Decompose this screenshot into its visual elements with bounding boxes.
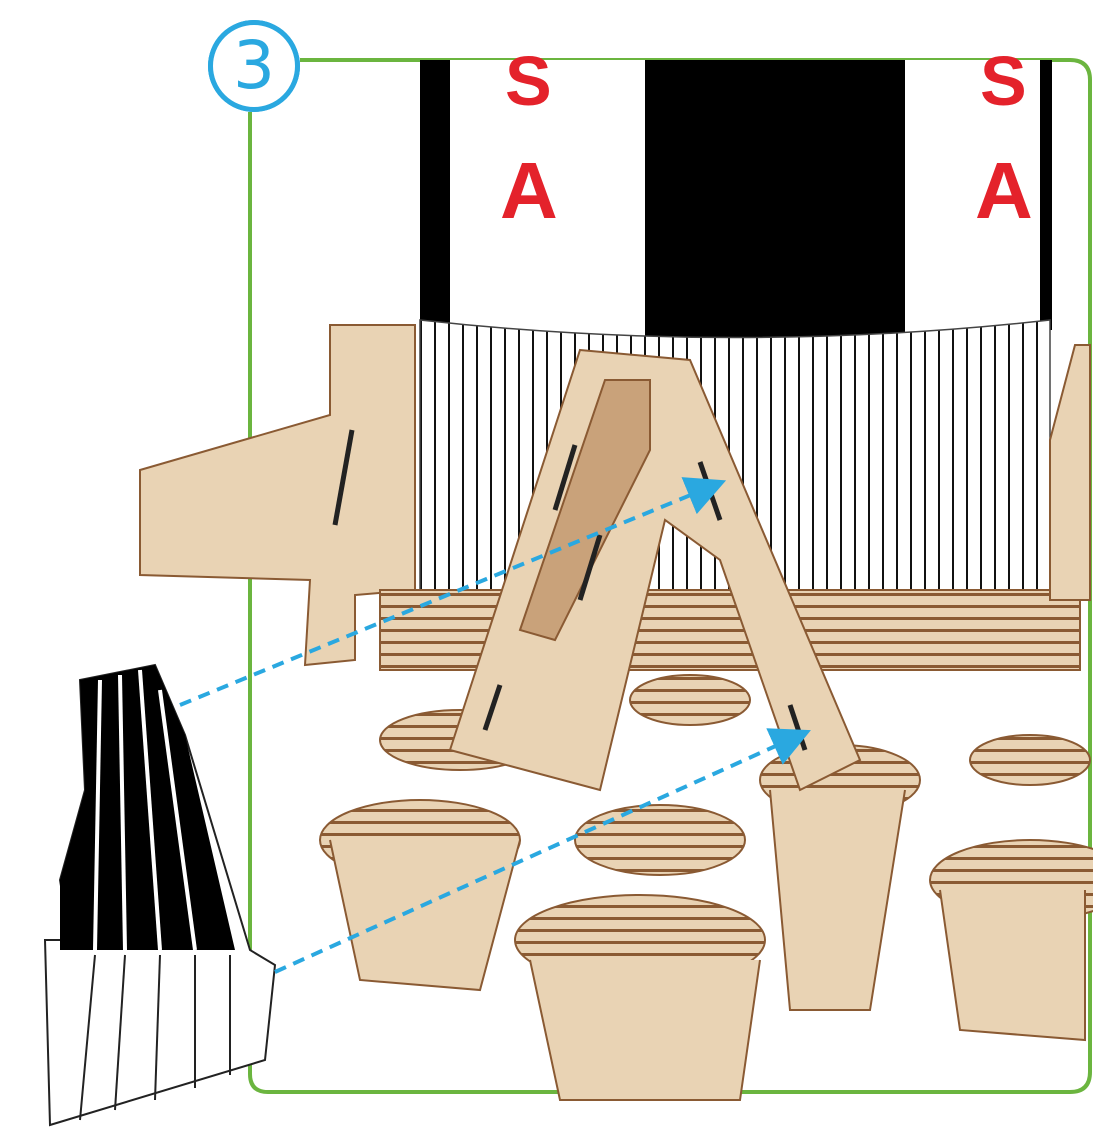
rocket-letter-a-left: A xyxy=(500,146,558,235)
step-number-overlay: 3 xyxy=(233,33,275,99)
rocket-letter-a-right: A xyxy=(975,146,1033,235)
loose-skirt-panel xyxy=(45,665,275,1125)
fin-left xyxy=(140,325,415,665)
rocket-letter-s-right: S xyxy=(980,42,1027,120)
engine-stand-wood xyxy=(320,590,1093,1100)
rocket-body: S A S A xyxy=(420,42,1052,350)
rocket-letter-s-left: S xyxy=(505,42,552,120)
fin-right xyxy=(1050,345,1090,600)
step-number-badge-overlay: 3 xyxy=(208,20,300,112)
